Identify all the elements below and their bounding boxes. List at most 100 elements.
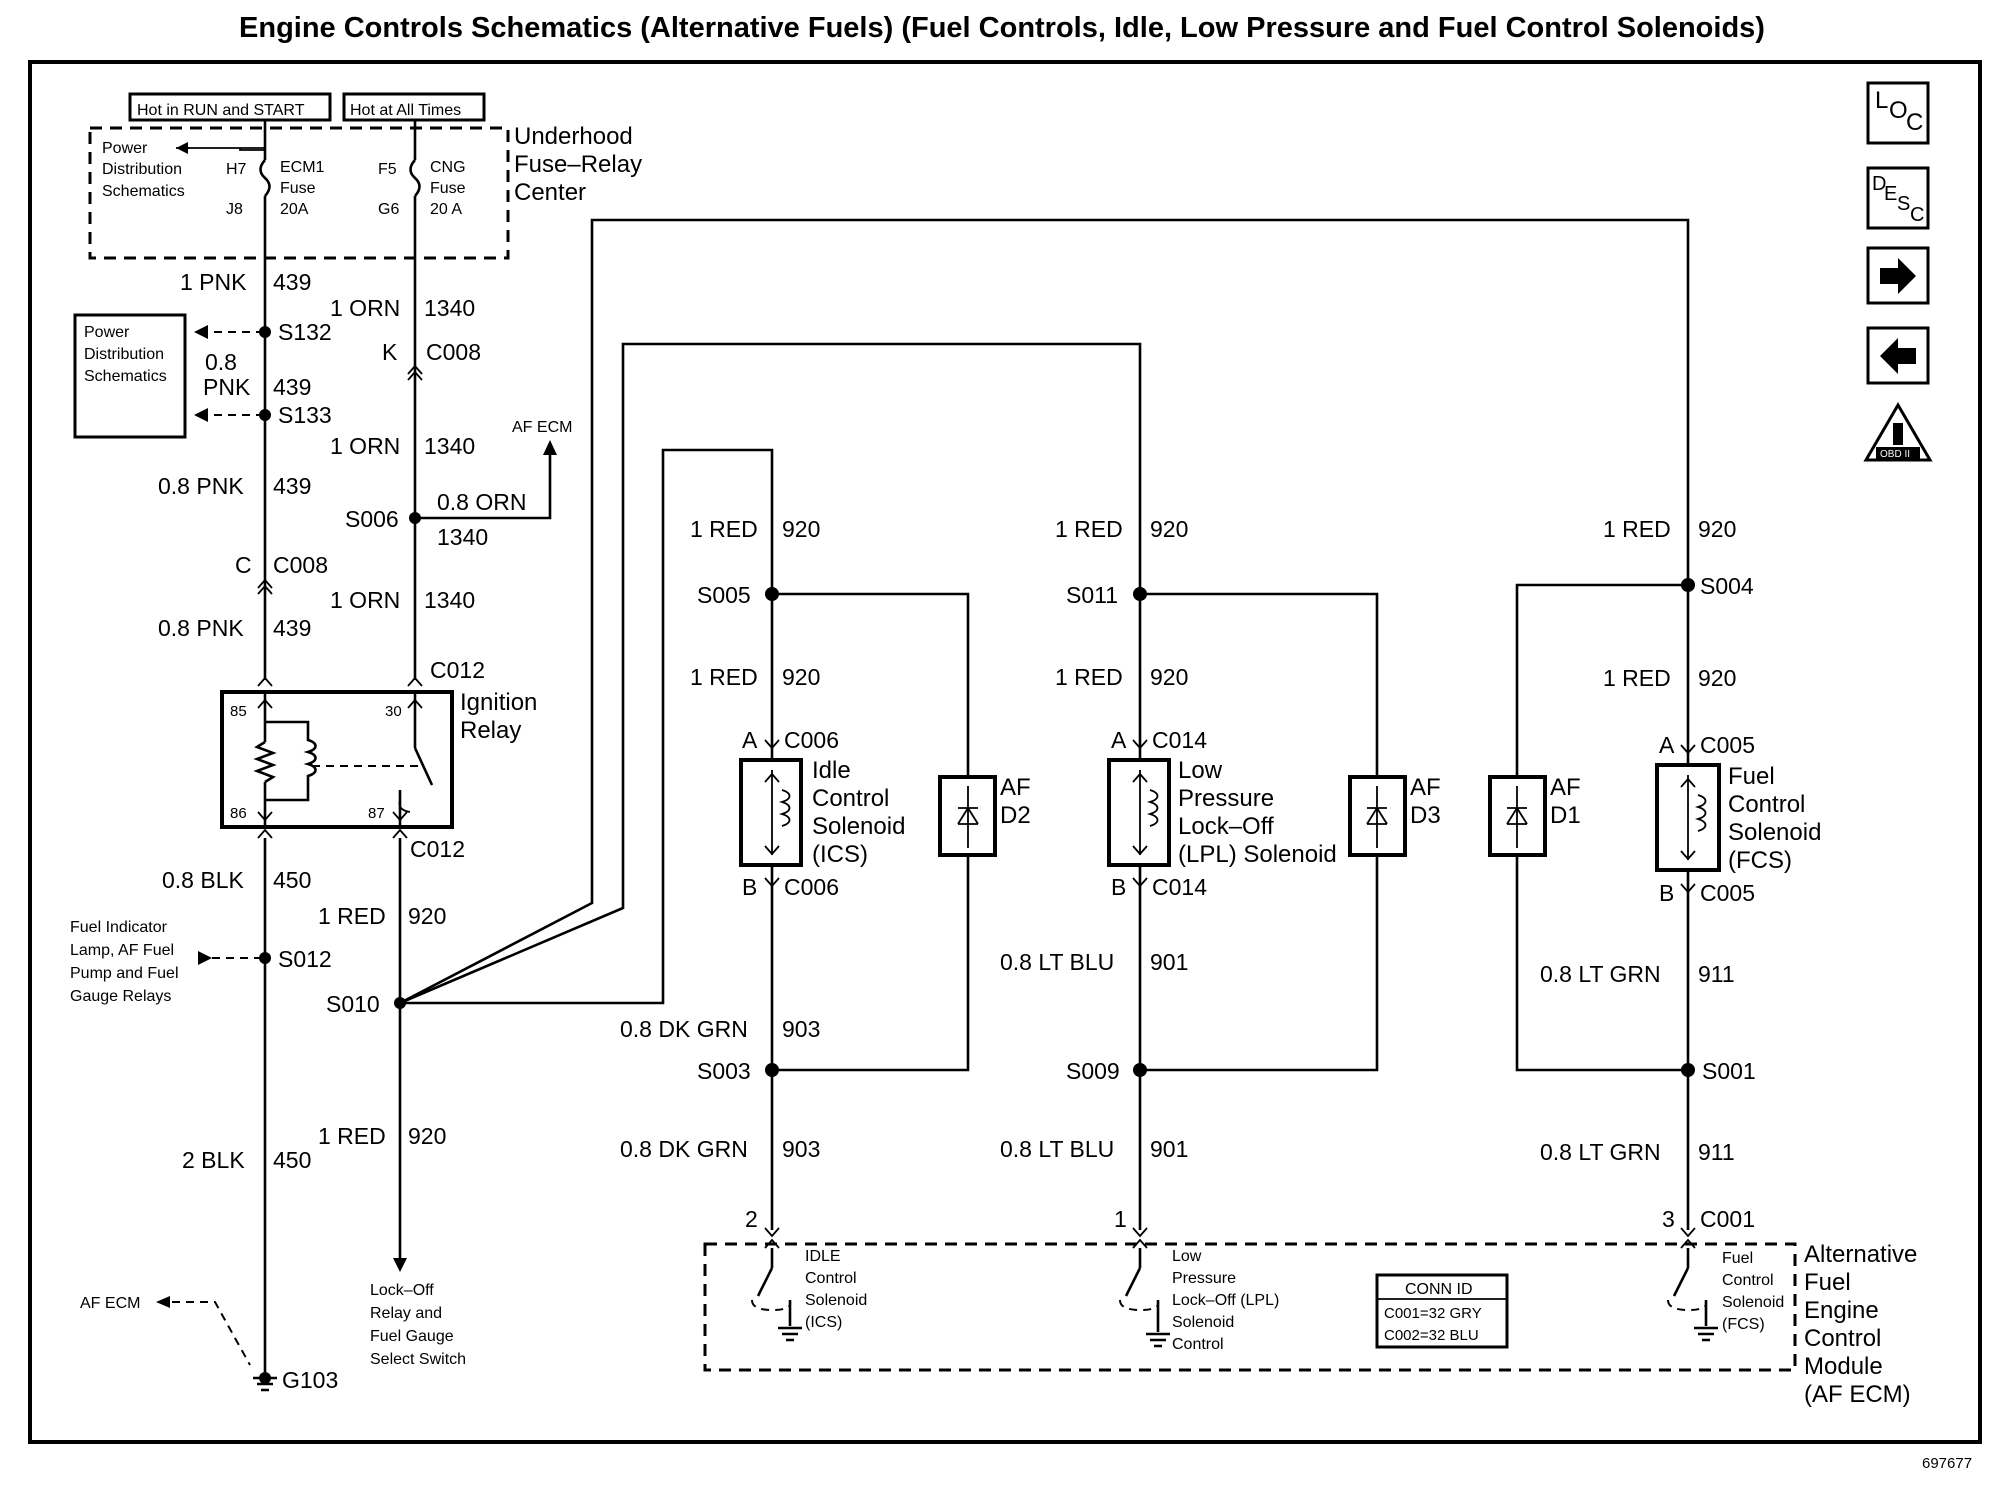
lpl-diode-label-line1: AF bbox=[1410, 774, 1441, 801]
ics-ecm-pin: 2 bbox=[745, 1206, 758, 1232]
diode-af-d2-icon bbox=[957, 786, 979, 848]
lpl-ecm-label-line2: Pressure bbox=[1172, 1270, 1236, 1287]
ics-conn-b-label: C006 bbox=[784, 874, 839, 900]
fcs-ecm-label-line4: (FCS) bbox=[1722, 1316, 1765, 1333]
ics-label-line3: Solenoid bbox=[812, 813, 905, 840]
pds-arrow-icon bbox=[176, 142, 188, 154]
lockoff-ref-line1: Lock–Off bbox=[370, 1282, 434, 1299]
cng-pin-out: G6 bbox=[378, 201, 399, 218]
lpl-ecm-pin: 1 bbox=[1114, 1206, 1127, 1232]
fcs-ecm-ground-icon bbox=[1694, 1326, 1718, 1342]
relay-switch-icon bbox=[413, 747, 434, 786]
lpl-conn-b-pin: B bbox=[1111, 874, 1126, 900]
cng-fuse-label-line2: Fuse bbox=[430, 180, 466, 197]
fcs-top-wire-circuit: 920 bbox=[1698, 516, 1736, 542]
splice-s133 bbox=[259, 409, 271, 421]
s009-label: S009 bbox=[1066, 1058, 1120, 1084]
s003-label: S003 bbox=[697, 1058, 751, 1084]
fcs-mid-wire-size: 1 RED bbox=[1603, 665, 1671, 691]
cng-fuse-label-line3: 20 A bbox=[430, 201, 462, 218]
g103-label: G103 bbox=[282, 1367, 338, 1393]
lpl-mid-wire-size: 1 RED bbox=[1055, 664, 1123, 690]
fuse-center-label-line3: Center bbox=[514, 179, 586, 206]
wire-label-pnk-3-size: 0.8 PNK bbox=[158, 473, 244, 499]
pds-box-line2: Distribution bbox=[84, 346, 164, 363]
c008-right-label: C008 bbox=[426, 339, 481, 365]
wire-label-red-2-size: 1 RED bbox=[318, 1123, 386, 1149]
s133-arrow-icon bbox=[194, 408, 208, 422]
ics-out-wire2-size: 0.8 DK GRN bbox=[620, 1136, 748, 1162]
lpl-coil-icon bbox=[1146, 789, 1159, 827]
ics-label-line4: (ICS) bbox=[812, 841, 868, 868]
ecm1-fuse-label-line3: 20A bbox=[280, 201, 309, 218]
next-arrow-icon[interactable] bbox=[1866, 246, 1930, 305]
ignition-relay bbox=[220, 690, 454, 829]
pds-ref-line2: Distribution bbox=[102, 161, 182, 178]
lpl-ecm-ground-icon bbox=[1146, 1332, 1170, 1348]
fcs-mid-wire-circuit: 920 bbox=[1698, 665, 1736, 691]
s012-label: S012 bbox=[278, 946, 332, 972]
wire-label-blk-2-size: 2 BLK bbox=[182, 1147, 245, 1173]
loc-letter-o: O bbox=[1889, 97, 1908, 124]
splice-s132 bbox=[259, 326, 271, 338]
description-icon[interactable]: D E S C bbox=[1866, 166, 1930, 230]
ics-out-wire1-size: 0.8 DK GRN bbox=[620, 1016, 748, 1042]
pds-box-line1: Power bbox=[84, 324, 130, 341]
wire-label-orn-3-circuit: 1340 bbox=[424, 587, 475, 613]
location-icon[interactable]: L O C bbox=[1866, 81, 1930, 145]
ics-conn-a-label: C006 bbox=[784, 727, 839, 753]
fcs-out-wire2-circuit: 911 bbox=[1698, 1139, 1735, 1165]
ics-ecm-ground-icon bbox=[778, 1326, 802, 1342]
wire-label-orn-1-circuit: 1340 bbox=[424, 295, 475, 321]
c008-left-connector-icon bbox=[257, 578, 273, 595]
fuel-indicator-ref-line1: Fuel Indicator bbox=[70, 919, 168, 936]
af-ecm-arrow-icon bbox=[543, 440, 557, 455]
wire-label-pnk-2-size-a: 0.8 bbox=[205, 349, 237, 375]
lpl-ecm-switch-icon bbox=[1124, 1267, 1142, 1297]
obd-ii-icon[interactable]: OBD II bbox=[1863, 402, 1933, 462]
cng-fuse-label-line1: CNG bbox=[430, 159, 466, 176]
relay-resistor-icon bbox=[253, 740, 277, 784]
wire-label-orn-tap-size: 0.8 ORN bbox=[437, 489, 526, 515]
wire-label-orn-3-size: 1 ORN bbox=[330, 587, 400, 613]
lpl-conn-b-label: C014 bbox=[1152, 874, 1207, 900]
c008-left-pin: C bbox=[235, 552, 252, 578]
previous-arrow-icon[interactable] bbox=[1866, 326, 1930, 385]
relay-pin-86: 86 bbox=[230, 805, 247, 822]
ground-icon bbox=[253, 1376, 277, 1392]
fcs-ecm-label-line2: Control bbox=[1722, 1272, 1774, 1289]
fcs-label-line2: Control bbox=[1728, 791, 1805, 818]
s010-label: S010 bbox=[326, 991, 380, 1017]
ecm1-fuse-label-line2: Fuse bbox=[280, 180, 316, 197]
wire-label-red-2-circuit: 920 bbox=[408, 1123, 446, 1149]
ics-ecm-label-line3: Solenoid bbox=[805, 1292, 867, 1309]
ics-diode-label-line2: D2 bbox=[1000, 802, 1031, 829]
fuel-indicator-ref-line2: Lamp, AF Fuel bbox=[70, 942, 174, 959]
wire-label-pnk-1-circuit: 439 bbox=[273, 269, 311, 295]
ics-mid-wire-circuit: 920 bbox=[782, 664, 820, 690]
figure-id: 697677 bbox=[1922, 1455, 1972, 1472]
lpl-label-line3: Lock–Off bbox=[1178, 813, 1274, 840]
fcs-label-line1: Fuel bbox=[1728, 763, 1775, 790]
conn-id-table bbox=[1375, 1273, 1509, 1349]
obd-label: OBD II bbox=[1880, 449, 1910, 460]
splice-s009 bbox=[1133, 1063, 1147, 1077]
wire-label-blk-1-circuit: 450 bbox=[273, 867, 311, 893]
pds-box bbox=[73, 313, 187, 439]
ics-ecm-label-line4: (ICS) bbox=[805, 1314, 842, 1331]
s133-label: S133 bbox=[278, 402, 332, 428]
lpl-ecm-label-line3: Lock–Off (LPL) bbox=[1172, 1292, 1279, 1309]
s001-label: S001 bbox=[1702, 1058, 1756, 1084]
ignition-relay-label-line2: Relay bbox=[460, 717, 521, 744]
conn-id-row2: C002=32 BLU bbox=[1384, 1327, 1479, 1344]
fcs-ecm-pin: 3 bbox=[1662, 1206, 1675, 1232]
s005-label: S005 bbox=[697, 582, 751, 608]
splice-s003 bbox=[765, 1063, 779, 1077]
wire-label-pnk-3-circuit: 439 bbox=[273, 473, 311, 499]
lpl-label-line1: Low bbox=[1178, 757, 1223, 784]
desc-letter-e: E bbox=[1884, 183, 1897, 205]
ics-ecm-label-line1: IDLE bbox=[805, 1248, 841, 1265]
c008-right-connector-icon bbox=[407, 364, 423, 381]
s011-label: S011 bbox=[1066, 582, 1118, 608]
lpl-conn-a-label: C014 bbox=[1152, 727, 1207, 753]
